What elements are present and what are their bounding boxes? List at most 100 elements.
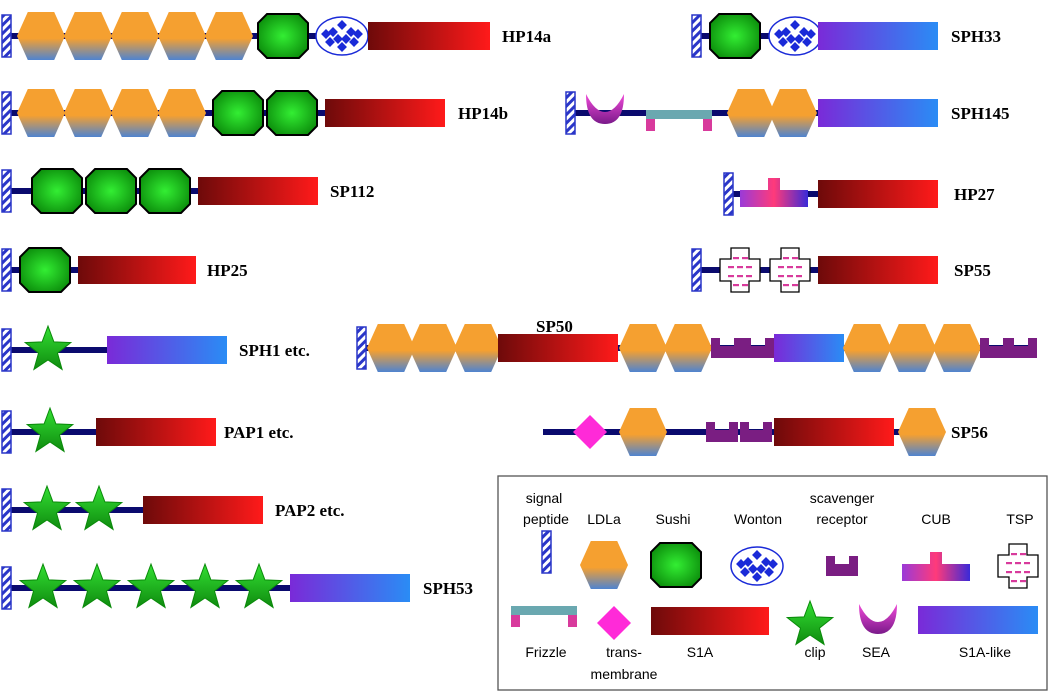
ldla-domain xyxy=(17,12,65,60)
signal-peptide-domain xyxy=(356,326,367,370)
sushi-domain xyxy=(212,90,264,136)
clip-domain xyxy=(23,324,73,371)
signal-peptide-domain xyxy=(541,530,552,574)
s1a-domain xyxy=(818,256,938,284)
signal-peptide-domain xyxy=(1,566,12,610)
wonton-domain xyxy=(768,16,822,56)
ldla-domain xyxy=(111,12,159,60)
ldla-domain xyxy=(367,324,415,372)
scavenger-receptor-domain xyxy=(740,422,772,442)
legend-wonton-label: Wonton xyxy=(734,511,782,527)
tsp-domain xyxy=(997,543,1039,589)
label-hp14a: HP14a xyxy=(502,27,552,46)
ldla-domain xyxy=(727,89,775,137)
ldla-domain xyxy=(409,324,457,372)
legend-scavenger-label: receptor xyxy=(816,511,868,527)
ldla-domain xyxy=(664,324,712,372)
scavenger-receptor-domain xyxy=(980,338,1012,358)
label-sph145: SPH145 xyxy=(951,104,1010,123)
s1a-like-domain xyxy=(107,336,227,364)
s1a-domain xyxy=(774,418,894,446)
ldla-domain xyxy=(17,89,65,137)
sushi-domain xyxy=(31,168,83,214)
frizzle-domain xyxy=(646,110,712,131)
ldla-domain xyxy=(158,89,206,137)
legend-scavenger-label: scavenger xyxy=(810,490,875,506)
ldla-domain xyxy=(843,324,891,372)
legend-signal-label: peptide xyxy=(523,511,569,527)
cub-domain xyxy=(740,178,808,207)
label-sph53: SPH53 xyxy=(423,579,473,598)
clip-domain xyxy=(22,484,72,531)
ldla-domain xyxy=(158,12,206,60)
transmembrane-domain xyxy=(573,415,607,449)
legend-signal-label: signal xyxy=(526,490,563,506)
legend-clip-label: clip xyxy=(804,644,825,660)
s1a-like-domain xyxy=(818,99,938,127)
scavenger-receptor-domain xyxy=(711,338,743,358)
tsp-domain xyxy=(719,247,761,293)
signal-peptide-domain xyxy=(1,410,12,454)
clip-domain xyxy=(126,562,176,609)
ldla-domain xyxy=(454,324,502,372)
label-sp112: SP112 xyxy=(330,182,374,201)
ldla-domain xyxy=(619,408,667,456)
signal-peptide-domain xyxy=(691,248,702,292)
ldla-domain xyxy=(888,324,936,372)
label-sp50: SP50 xyxy=(536,317,573,336)
label-sp56: SP56 xyxy=(951,423,988,442)
clip-domain xyxy=(785,599,835,646)
ldla-domain xyxy=(64,12,112,60)
s1a-domain xyxy=(325,99,445,127)
s1a-domain xyxy=(818,180,938,208)
s1a-domain xyxy=(78,256,196,284)
label-hp25: HP25 xyxy=(207,261,248,280)
legend-frizzle-label: Frizzle xyxy=(525,644,566,660)
sushi-domain xyxy=(650,542,702,588)
signal-peptide-domain xyxy=(565,91,576,135)
label-hp27: HP27 xyxy=(954,185,995,204)
scavenger-receptor-domain xyxy=(742,338,774,358)
s1a-domain xyxy=(498,334,618,362)
ldla-domain xyxy=(898,408,946,456)
signal-peptide-domain xyxy=(691,14,702,58)
s1a-like-domain xyxy=(290,574,410,602)
s1a-like-domain xyxy=(818,22,938,50)
legend-tsp-label: TSP xyxy=(1006,511,1033,527)
legend-sea-label: SEA xyxy=(862,644,891,660)
clip-domain xyxy=(234,562,284,609)
signal-peptide-domain xyxy=(1,328,12,372)
sushi-domain xyxy=(257,13,309,59)
legend-s1a-like-label: S1A-like xyxy=(959,644,1011,660)
legend-ldla-label: LDLa xyxy=(587,511,621,527)
label-pap2: PAP2 etc. xyxy=(275,501,345,520)
signal-peptide-domain xyxy=(723,172,734,216)
s1a-domain xyxy=(143,496,263,524)
sushi-domain xyxy=(709,13,761,59)
wonton-domain xyxy=(730,546,784,586)
sea-domain xyxy=(586,94,624,124)
ldla-domain xyxy=(769,89,817,137)
scavenger-receptor-domain xyxy=(706,422,738,442)
ldla-domain xyxy=(111,89,159,137)
signal-peptide-domain xyxy=(1,169,12,213)
signal-peptide-domain xyxy=(1,248,12,292)
label-hp14b: HP14b xyxy=(458,104,508,123)
clip-domain xyxy=(180,562,230,609)
ldla-domain xyxy=(64,89,112,137)
s1a-domain xyxy=(651,607,769,635)
clip-domain xyxy=(72,562,122,609)
s1a-domain xyxy=(368,22,490,50)
wonton-domain xyxy=(315,16,369,56)
s1a-domain xyxy=(198,177,318,205)
clip-domain xyxy=(25,406,75,453)
clip-domain xyxy=(74,484,124,531)
cub-domain xyxy=(902,552,970,581)
frizzle-domain xyxy=(511,606,577,627)
ldla-domain xyxy=(619,324,667,372)
ldla-domain xyxy=(205,12,253,60)
s1a-like-domain xyxy=(918,606,1038,634)
signal-peptide-domain xyxy=(1,14,12,58)
sushi-domain xyxy=(19,247,71,293)
